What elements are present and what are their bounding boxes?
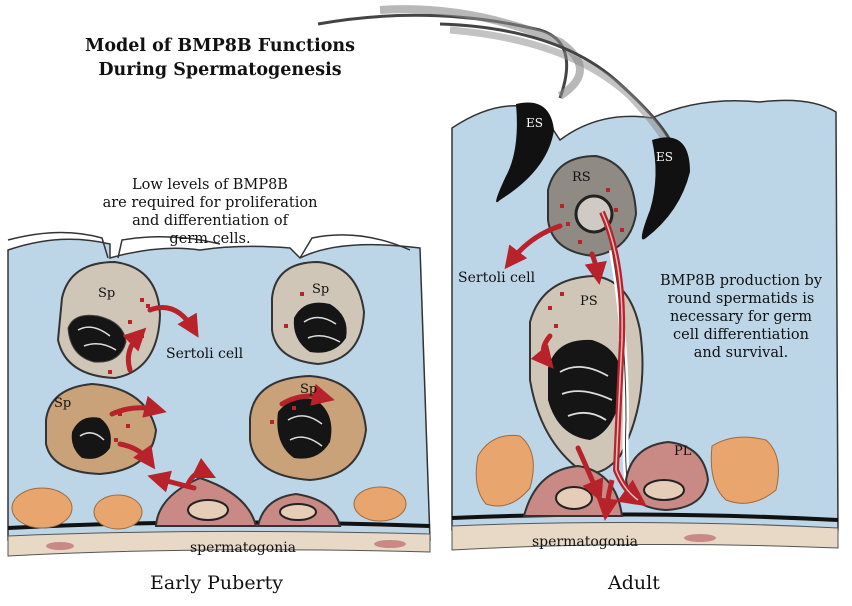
right-note-line-2: round spermatids is (646, 290, 836, 308)
left-note-line-3: and differentiation of (70, 212, 350, 230)
left-caption: Early Puberty (150, 572, 283, 594)
es-label-2: ES (656, 150, 673, 164)
left-spermatogonia-label: spermatogonia (190, 540, 296, 556)
title-line-1: Model of BMP8B Functions (40, 34, 400, 58)
rs-label: RS (572, 170, 591, 185)
nucleus-sp-3 (72, 417, 111, 459)
right-note-line-5: and survival. (646, 344, 836, 362)
es-label-1: ES (526, 116, 543, 130)
diagram-title: Model of BMP8B Functions During Spermato… (40, 34, 400, 82)
left-note: Low levels of BMP8B are required for pro… (70, 176, 350, 248)
ps-label: PS (580, 294, 598, 309)
left-sertoli-label: Sertoli cell (166, 346, 243, 362)
sp-label-1: Sp (98, 286, 115, 301)
sp-label-2: Sp (312, 282, 329, 297)
pl-label: PL (674, 444, 691, 459)
interstitial-cell (12, 488, 72, 528)
right-spermatogonia-label: spermatogonia (532, 534, 638, 550)
right-note-line-1: BMP8B production by (646, 272, 836, 290)
right-sertoli-label: Sertoli cell (458, 270, 535, 286)
nucleus-sp-4 (277, 399, 331, 459)
sp-label-4: Sp (300, 382, 317, 397)
right-note: BMP8B production by round spermatids is … (646, 272, 836, 362)
left-note-line-4: germ cells. (70, 230, 350, 248)
left-note-line-1: Low levels of BMP8B (70, 176, 350, 194)
right-note-line-3: necessary for germ (646, 308, 836, 326)
sp-label-3: Sp (54, 396, 71, 411)
interstitial-cell-right-2 (711, 437, 778, 503)
title-line-2: During Spermatogenesis (40, 58, 400, 82)
left-note-line-2: are required for proliferation (70, 194, 350, 212)
right-caption: Adult (608, 572, 660, 594)
right-note-line-4: cell differentiation (646, 326, 836, 344)
